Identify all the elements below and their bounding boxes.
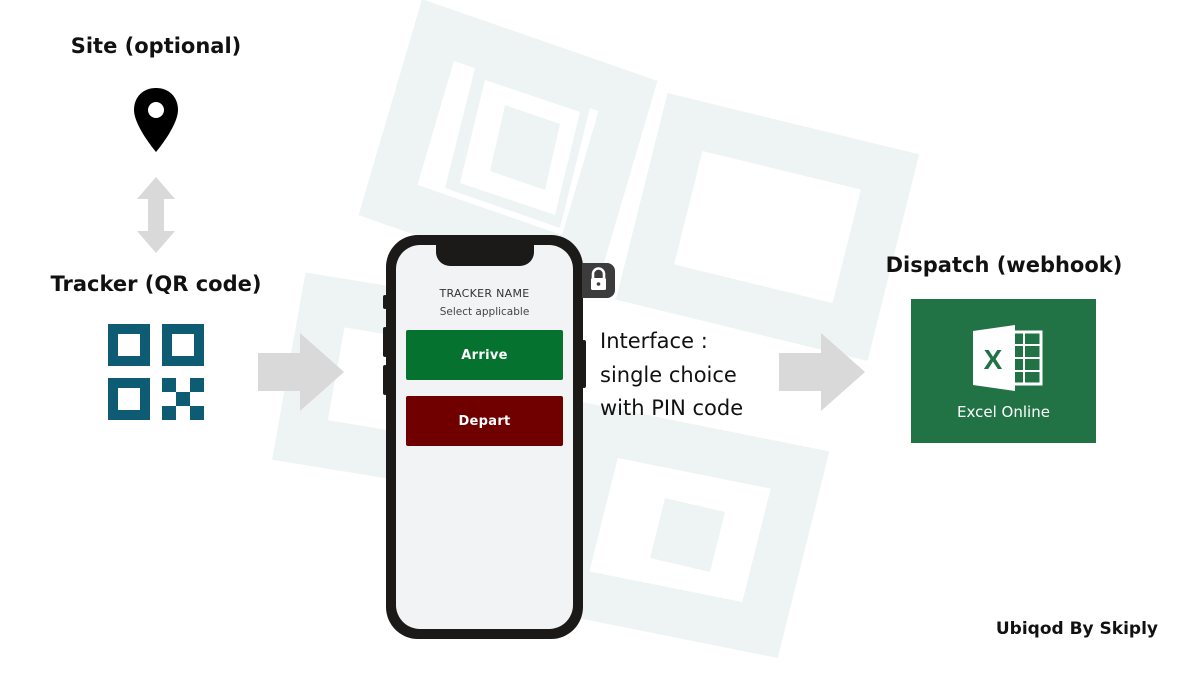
phone-power-button	[582, 340, 586, 388]
arrive-button[interactable]: Arrive	[406, 330, 563, 380]
phone-notch	[435, 245, 534, 266]
svg-text:X: X	[984, 344, 1003, 375]
interface-line: single choice	[600, 362, 737, 387]
phone-volume-up	[383, 327, 387, 357]
depart-button[interactable]: Depart	[406, 396, 563, 446]
bidirectional-arrow-icon	[137, 177, 175, 253]
excel-icon: X	[973, 325, 1043, 391]
excel-online-caption: Excel Online	[957, 403, 1050, 421]
tracker-name-title: TRACKER NAME	[439, 287, 530, 300]
excel-online-tile: X Excel Online	[911, 299, 1096, 443]
tracker-label: Tracker (QR code)	[50, 272, 262, 296]
phone-volume-down	[383, 365, 387, 395]
map-pin-icon	[134, 88, 178, 152]
qr-code-icon	[108, 324, 204, 420]
interface-line: with PIN code	[600, 396, 744, 420]
select-applicable-text: Select applicable	[439, 306, 530, 318]
lock-icon	[591, 267, 606, 290]
phone-screen: TRACKER NAME Select applicable Arrive De…	[396, 245, 573, 629]
flow-arrow-icon	[779, 333, 865, 411]
phone-side-button	[383, 295, 387, 309]
site-label: Site (optional)	[70, 34, 242, 58]
interface-description: Interface : single choice with PIN code	[600, 325, 743, 426]
dispatch-label: Dispatch (webhook)	[885, 253, 1123, 277]
flow-arrow-icon	[258, 333, 344, 411]
interface-line: Interface :	[600, 329, 708, 353]
brand-footer: Ubiqod By Skiply	[995, 619, 1158, 639]
phone-mockup: TRACKER NAME Select applicable Arrive De…	[383, 235, 586, 639]
pin-lock-badge	[582, 263, 615, 298]
